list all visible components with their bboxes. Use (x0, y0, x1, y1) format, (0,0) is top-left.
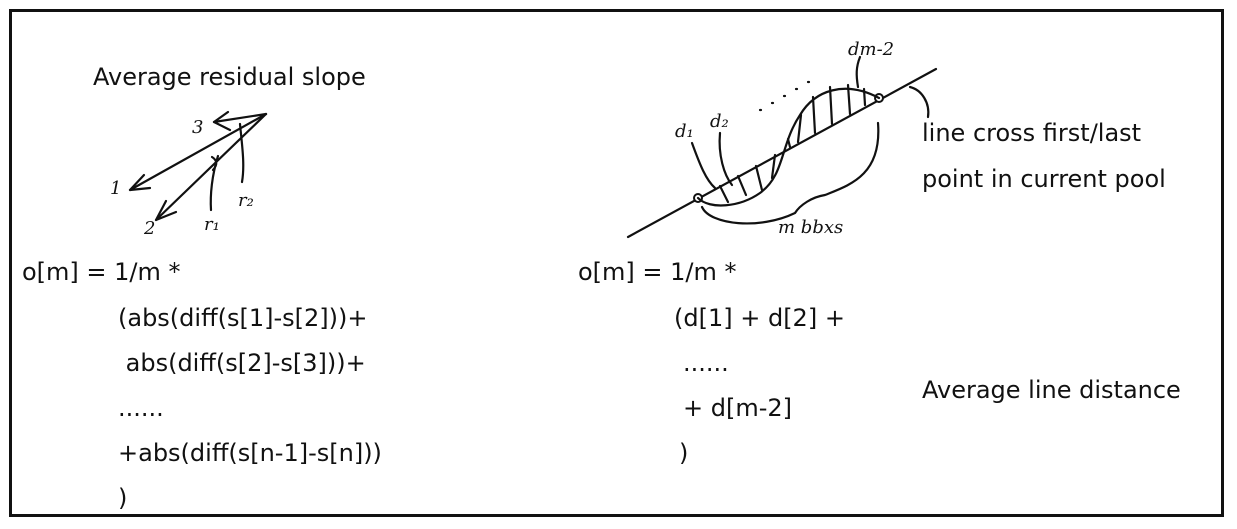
line-distance-sketch: d₁ d₂ dm-2 m bbxs (626, 39, 938, 239)
label-1: 1 (110, 178, 121, 199)
right-formula-line-3: ...... (683, 349, 729, 377)
hatch (796, 113, 803, 144)
label-r2: r₂ (238, 190, 254, 211)
dots (758, 80, 811, 112)
hatch (718, 184, 730, 204)
left-formula-line-1: o[m] = 1/m * (22, 258, 181, 286)
annotation-line-1: line cross first/last (922, 119, 1142, 147)
hatch (754, 164, 764, 192)
hatch (786, 137, 792, 149)
pool-line (626, 67, 938, 239)
dm2-leader (855, 55, 862, 89)
arrow-to-3 (212, 112, 268, 124)
label-3: 3 (192, 117, 203, 138)
m-bbxs-brace (700, 121, 880, 225)
right-formula-line-5: ) (679, 439, 689, 467)
arrow-to-1 (128, 112, 268, 192)
arrow-to-3-head (212, 110, 232, 132)
label-m-bbxs: m bbxs (778, 217, 843, 238)
right-formula-line-1: o[m] = 1/m * (578, 258, 737, 286)
r2-leader (238, 122, 245, 184)
bbox-curve (696, 87, 881, 207)
left-title: Average residual slope (93, 63, 366, 91)
left-formula-line-6: ) (118, 484, 128, 512)
hatch (770, 153, 777, 180)
hatch (811, 95, 817, 135)
annotation-leader (908, 85, 930, 119)
figure-frame (9, 9, 1224, 517)
left-formula-line-5: +abs(diff(s[n-1]-s[n])) (118, 439, 382, 467)
hatch (862, 87, 867, 107)
left-formula-line-2: (abs(diff(s[1]-s[2]))+ (118, 304, 368, 332)
arrow-to-2 (154, 112, 268, 222)
label-2: 2 (143, 218, 155, 239)
arrow-to-2-head (154, 199, 178, 222)
annotation-line-2: point in current pool (922, 165, 1166, 193)
arrow-to-1-head (128, 173, 152, 192)
right-formula-line-2: (d[1] + d[2] + (674, 304, 845, 332)
label-dm2: dm-2 (848, 39, 894, 60)
right-formula-line-4: + d[m-2] (683, 394, 793, 422)
right-caption: Average line distance (922, 376, 1181, 404)
label-d1: d₁ (675, 121, 694, 142)
d1-leader (690, 141, 717, 190)
label-d2: d₂ (710, 111, 729, 132)
r1-leader (209, 154, 220, 212)
d2-leader (718, 131, 734, 187)
hatch (846, 83, 852, 116)
left-formula-line-3: abs(diff(s[2]-s[3]))+ (118, 349, 366, 377)
left-formula-line-4: ...... (118, 394, 164, 422)
hatch (828, 85, 834, 126)
residual-arrows-sketch: 1 2 3 r₁ r₂ (110, 110, 268, 239)
label-r1: r₁ (204, 214, 220, 235)
hatch (736, 174, 748, 197)
